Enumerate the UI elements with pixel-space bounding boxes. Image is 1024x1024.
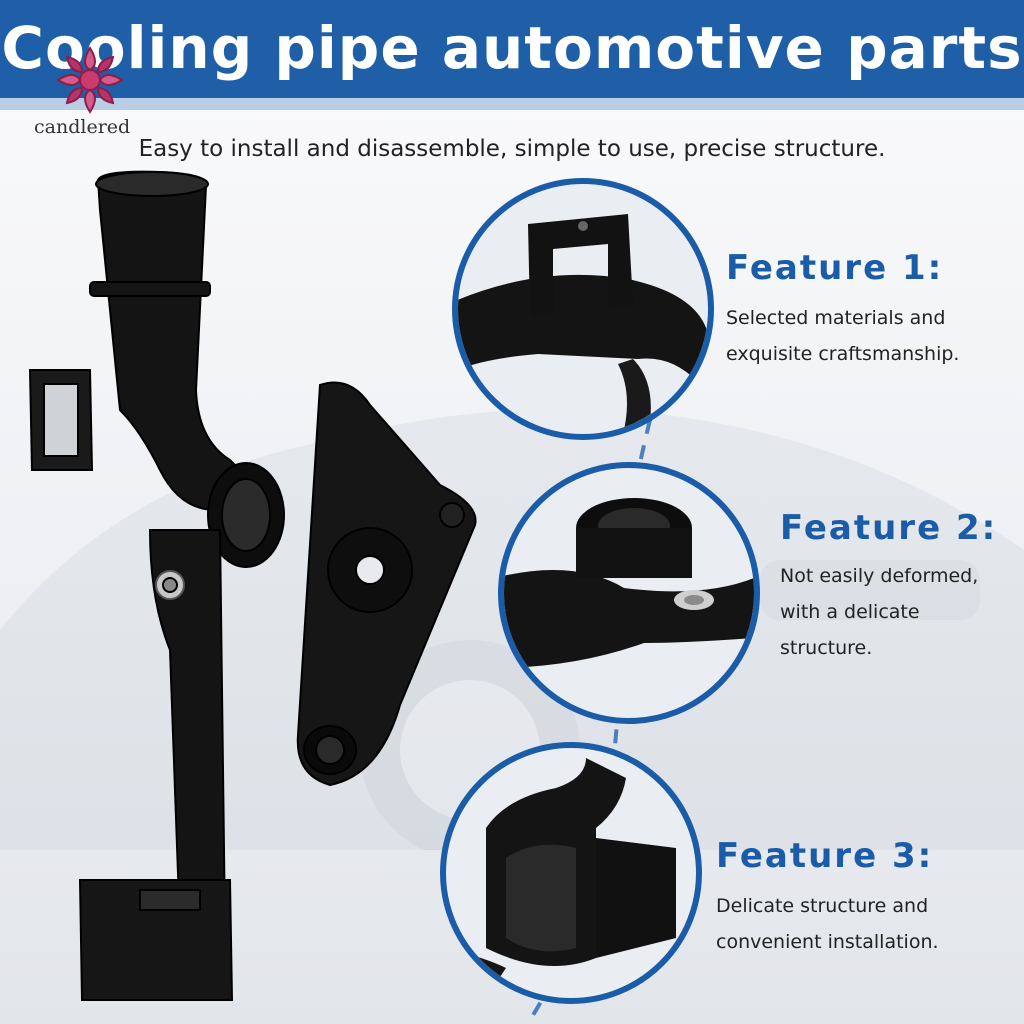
subtitle: Easy to install and disassemble, simple … [138, 136, 886, 162]
feature-2-detail-circle [498, 462, 760, 724]
header-banner [0, 0, 1024, 98]
cooling-pipe-image [28, 170, 285, 1001]
brand-name: candlered [34, 116, 131, 138]
clip-closeup-image [446, 758, 676, 998]
feature-1-line-1: Selected materials and [726, 307, 946, 329]
port-closeup-image [504, 498, 754, 668]
feature-3-title: Feature 3: [716, 836, 934, 876]
feature-1-detail-circle [452, 178, 714, 440]
feature-1-description: Selected materials and exquisite craftsm… [726, 300, 959, 372]
flower-mandala-icon [56, 46, 124, 114]
feature-3-line-1: Delicate structure and [716, 895, 929, 917]
feature-2-title: Feature 2: [780, 508, 998, 548]
page-title: Cooling pipe automotive parts [1, 14, 1023, 82]
feature-2-line-3: structure. [780, 637, 873, 659]
feature-1-line-2: exquisite craftsmanship. [726, 343, 960, 365]
feature-3-description: Delicate structure and convenient instal… [716, 888, 939, 960]
header-divider [0, 98, 1024, 110]
feature-2-line-2: with a delicate [780, 601, 920, 623]
feature-2-description: Not easily deformed, with a delicate str… [780, 558, 978, 666]
feature-1-title: Feature 1: [726, 248, 944, 288]
feature-3-detail-circle [440, 742, 702, 1004]
feature-3-line-2: convenient installation. [716, 931, 939, 953]
bracket-part-image [296, 381, 477, 787]
pipe-bracket-closeup-image [458, 214, 708, 434]
feature-2-line-1: Not easily deformed, [780, 565, 979, 587]
